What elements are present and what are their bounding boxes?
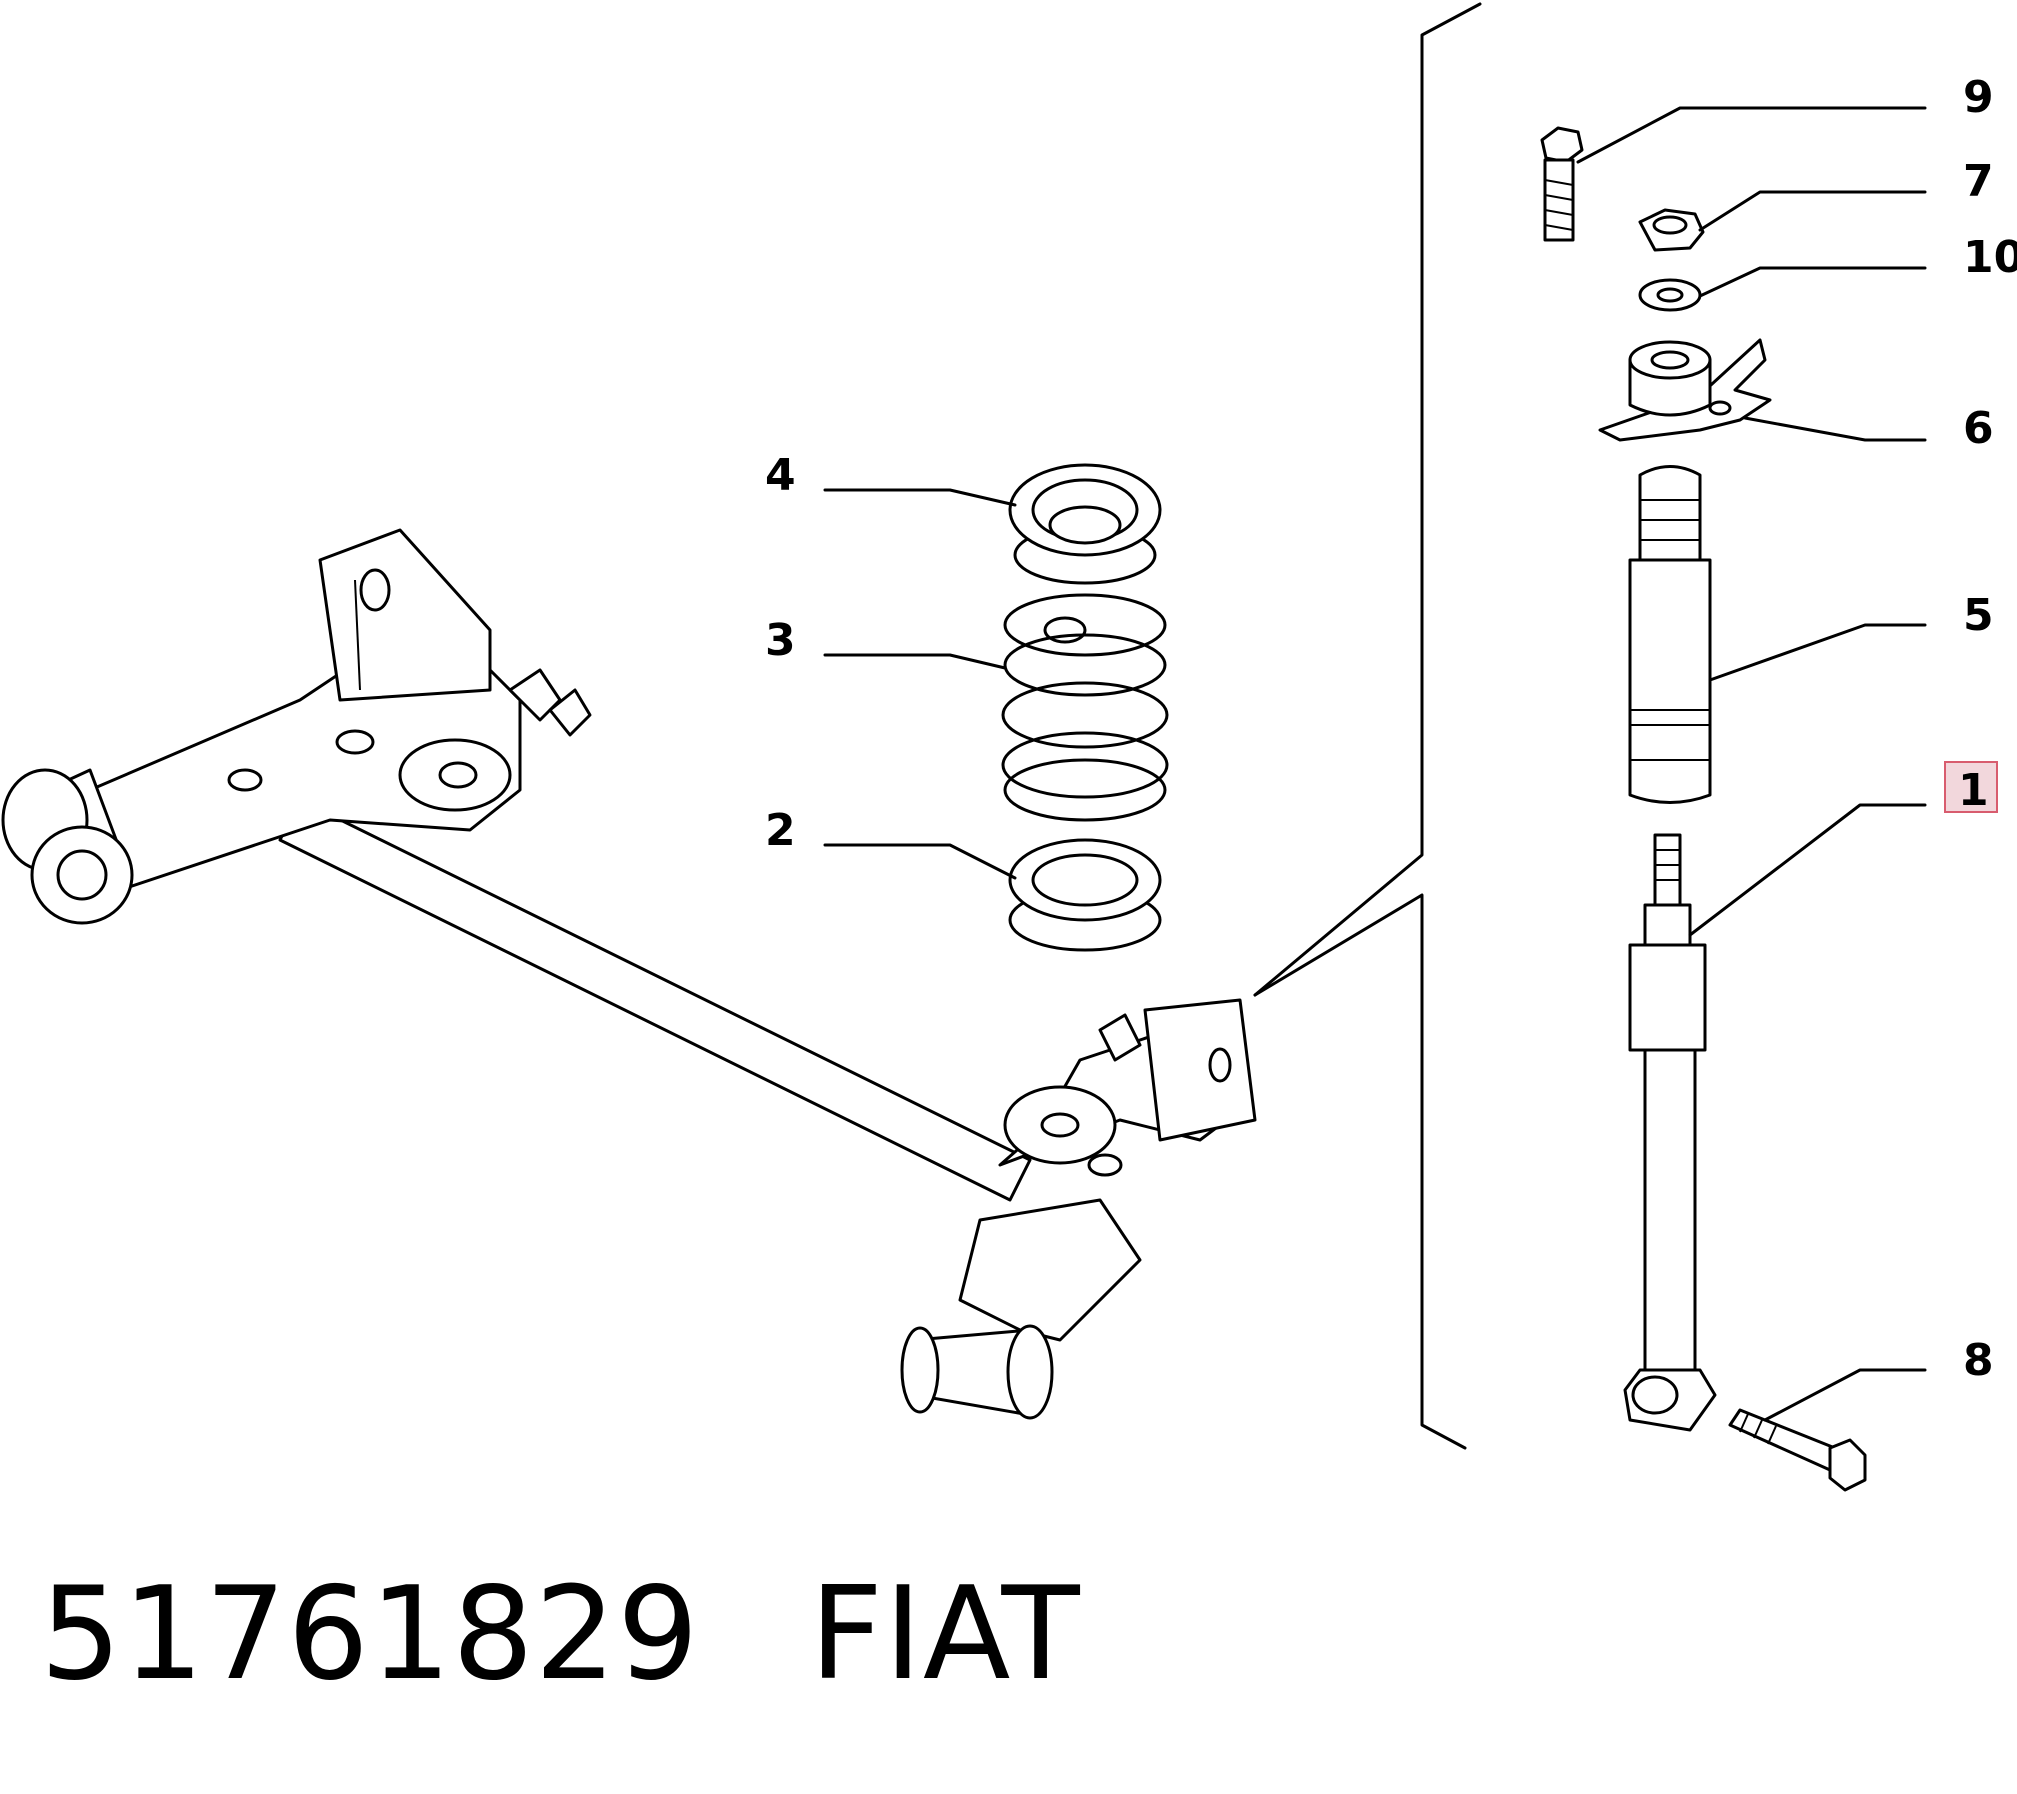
part-washer <box>1638 278 1702 312</box>
part-upper-spring-seat <box>1008 463 1162 585</box>
callout-8: 8 <box>1963 1335 1994 1386</box>
part-nut <box>1638 208 1705 252</box>
assembly-bracket <box>1253 2 1482 1450</box>
part-shock-absorber <box>1623 833 1717 1432</box>
callout-9: 9 <box>1963 72 1994 123</box>
callout-6: 6 <box>1963 403 1994 454</box>
callout-2: 2 <box>765 805 796 856</box>
callout-5: 5 <box>1963 590 1994 641</box>
part-lower-bolt <box>1728 1408 1867 1492</box>
brand-name: FIAT <box>809 1560 1081 1709</box>
part-number: 51761829 <box>40 1560 700 1709</box>
leader-lines <box>823 106 1927 1422</box>
callout-3: 3 <box>765 615 796 666</box>
part-dust-boot <box>1628 465 1712 804</box>
callout-1-highlight <box>1944 761 1998 813</box>
rear-axle-beam <box>1 528 1257 1420</box>
part-lower-spring-seat <box>1008 838 1162 952</box>
callout-1: 1 <box>1958 765 1989 816</box>
part-upper-mount <box>1598 338 1772 442</box>
part-footer: 51761829 FIAT <box>40 1560 1081 1709</box>
part-coil-spring <box>1001 593 1169 822</box>
part-upper-bolt <box>1540 126 1584 242</box>
callout-7: 7 <box>1963 156 1994 207</box>
callout-4: 4 <box>765 450 796 501</box>
callout-10: 10 <box>1963 232 2017 283</box>
